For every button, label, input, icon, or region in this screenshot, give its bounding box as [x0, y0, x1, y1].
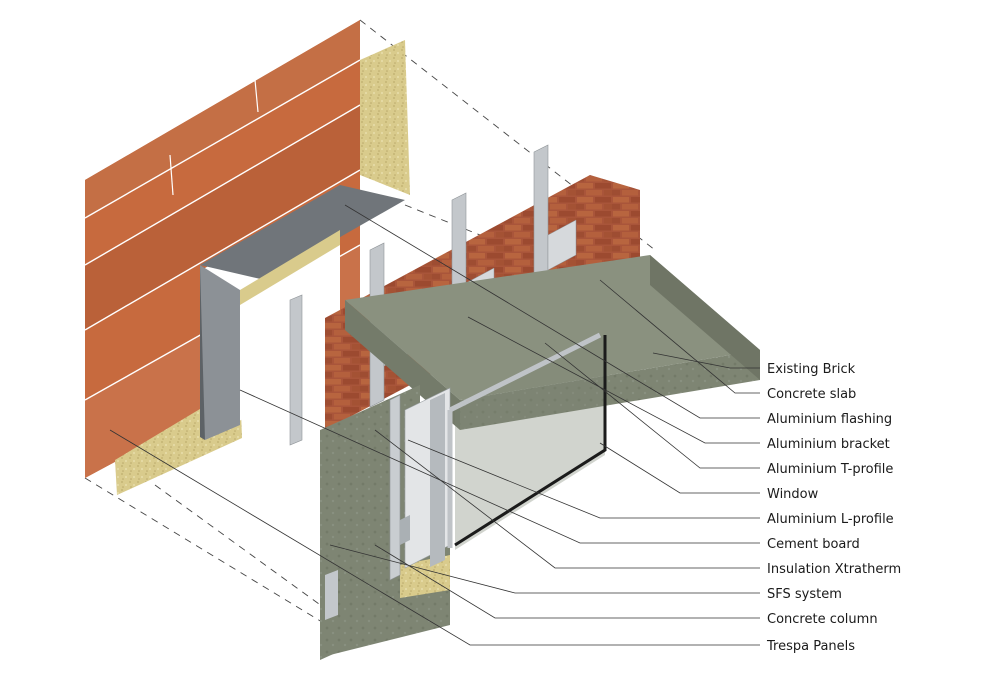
label-concrete-slab: Concrete slab	[767, 387, 856, 402]
sfs-system	[325, 387, 451, 620]
label-existing-brick: Existing Brick	[767, 362, 856, 377]
label-aluminium-bracket: Aluminium bracket	[767, 437, 890, 452]
label-concrete-column: Concrete column	[767, 612, 878, 627]
leader-lines	[109, 204, 760, 646]
label-insulation-xtratherm: Insulation Xtratherm	[767, 562, 901, 577]
label-sfs-system: SFS system	[767, 587, 842, 602]
label-list: Existing Brick Concrete slab Aluminium f…	[766, 362, 901, 654]
label-cement-board: Cement board	[767, 537, 860, 552]
label-trespa-panels: Trespa Panels	[766, 639, 855, 654]
label-aluminium-l-profile: Aluminium L-profile	[767, 512, 894, 527]
window	[447, 332, 607, 550]
label-aluminium-t-profile: Aluminium T-profile	[767, 462, 893, 477]
label-window: Window	[767, 487, 819, 502]
label-aluminium-flashing: Aluminium flashing	[767, 412, 892, 427]
